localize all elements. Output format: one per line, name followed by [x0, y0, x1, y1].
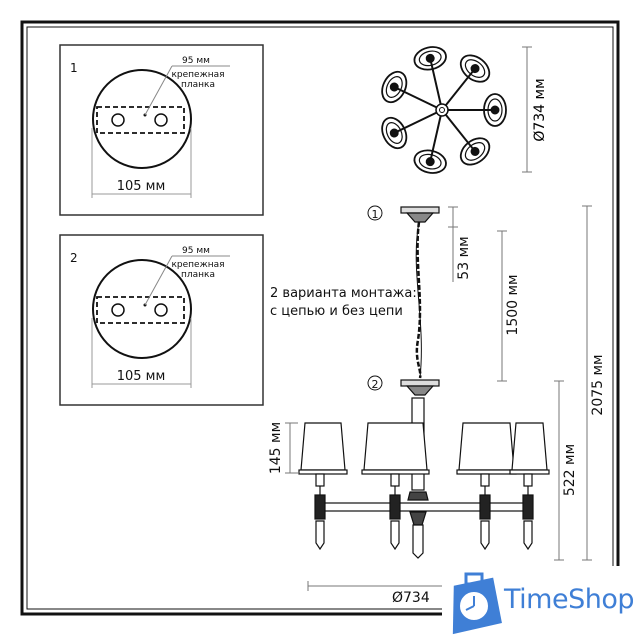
lamp-arm	[509, 422, 550, 551]
top-hub-center	[439, 107, 445, 113]
cable	[415, 221, 422, 379]
mount-box	[59, 234, 264, 406]
canopy-2-base	[405, 385, 435, 396]
bracket-width-label: 95 мм	[182, 56, 210, 66]
leader-line	[144, 255, 173, 306]
arm	[393, 109, 443, 134]
arm	[429, 58, 443, 111]
mounting-hole	[111, 113, 125, 127]
top-shade	[413, 46, 447, 71]
bracket-width-label: 95 мм	[182, 246, 210, 256]
top-shade	[459, 137, 491, 166]
dimension-lines	[285, 205, 592, 591]
top-shade	[381, 116, 408, 150]
center-drop	[412, 524, 424, 559]
lamp-arm	[361, 422, 430, 551]
shade-height-label: 145 мм	[268, 422, 284, 474]
arm-bar	[321, 502, 531, 512]
total-height-label: 2075 мм	[590, 354, 606, 415]
ceiling-plate	[92, 259, 192, 359]
mounting-hole	[154, 113, 168, 127]
leader-line	[144, 65, 173, 116]
mount-number: 1	[70, 61, 78, 75]
width-label: Ø734	[392, 590, 430, 606]
mount-box	[59, 44, 264, 216]
canopy-1-base	[405, 212, 435, 223]
timeshop-logo: TimeShop	[442, 566, 640, 640]
lamp-arm	[456, 422, 517, 551]
mount-number: 2	[70, 251, 78, 265]
arm	[441, 67, 476, 111]
lamp-arm	[298, 422, 348, 551]
suitcase-clock-icon	[452, 572, 502, 635]
canopy-height-label: 53 мм	[456, 236, 472, 279]
top-hub	[435, 103, 449, 117]
top-diameter-label: Ø734 мм	[532, 78, 548, 141]
outer-frame	[20, 20, 620, 616]
canopy-1	[400, 206, 440, 214]
inner-frame	[26, 26, 614, 610]
marker-1	[367, 205, 383, 221]
bracket-label: планка	[181, 270, 215, 280]
body-height-label: 522 мм	[562, 444, 578, 496]
mounting-bracket	[96, 296, 185, 324]
arm	[393, 86, 443, 111]
bracket-label: крепежная	[171, 70, 224, 80]
canopy-2	[400, 379, 440, 387]
mount-note-line2: с цепью и без цепи	[270, 304, 403, 319]
bracket-label: планка	[181, 80, 215, 90]
svg-text:2: 2	[372, 378, 379, 391]
chain-length-label: 1500 мм	[505, 274, 521, 335]
top-view	[381, 46, 507, 174]
marker-2	[367, 375, 383, 391]
side-view: 1 2	[298, 205, 550, 559]
plate-diameter-label: 105 мм	[117, 179, 166, 194]
mounting-hole	[154, 303, 168, 317]
chain	[415, 221, 422, 379]
logo-text: TimeShop	[504, 584, 635, 615]
mounting-bracket	[96, 106, 185, 134]
top-shade	[459, 54, 491, 83]
top-shade	[483, 93, 507, 127]
plate-diameter-label: 105 мм	[117, 369, 166, 384]
ceiling-plate	[92, 69, 192, 169]
arm	[441, 109, 476, 153]
arm	[429, 109, 443, 162]
bracket-label: крепежная	[171, 260, 224, 270]
mounting-hole	[111, 303, 125, 317]
svg-text:1: 1	[372, 208, 379, 221]
top-diameter-dim: Ø734 мм	[522, 46, 548, 173]
top-shade	[381, 70, 408, 104]
top-shade	[413, 149, 447, 174]
mount-note-line1: 2 варианта монтажа:	[270, 286, 417, 301]
